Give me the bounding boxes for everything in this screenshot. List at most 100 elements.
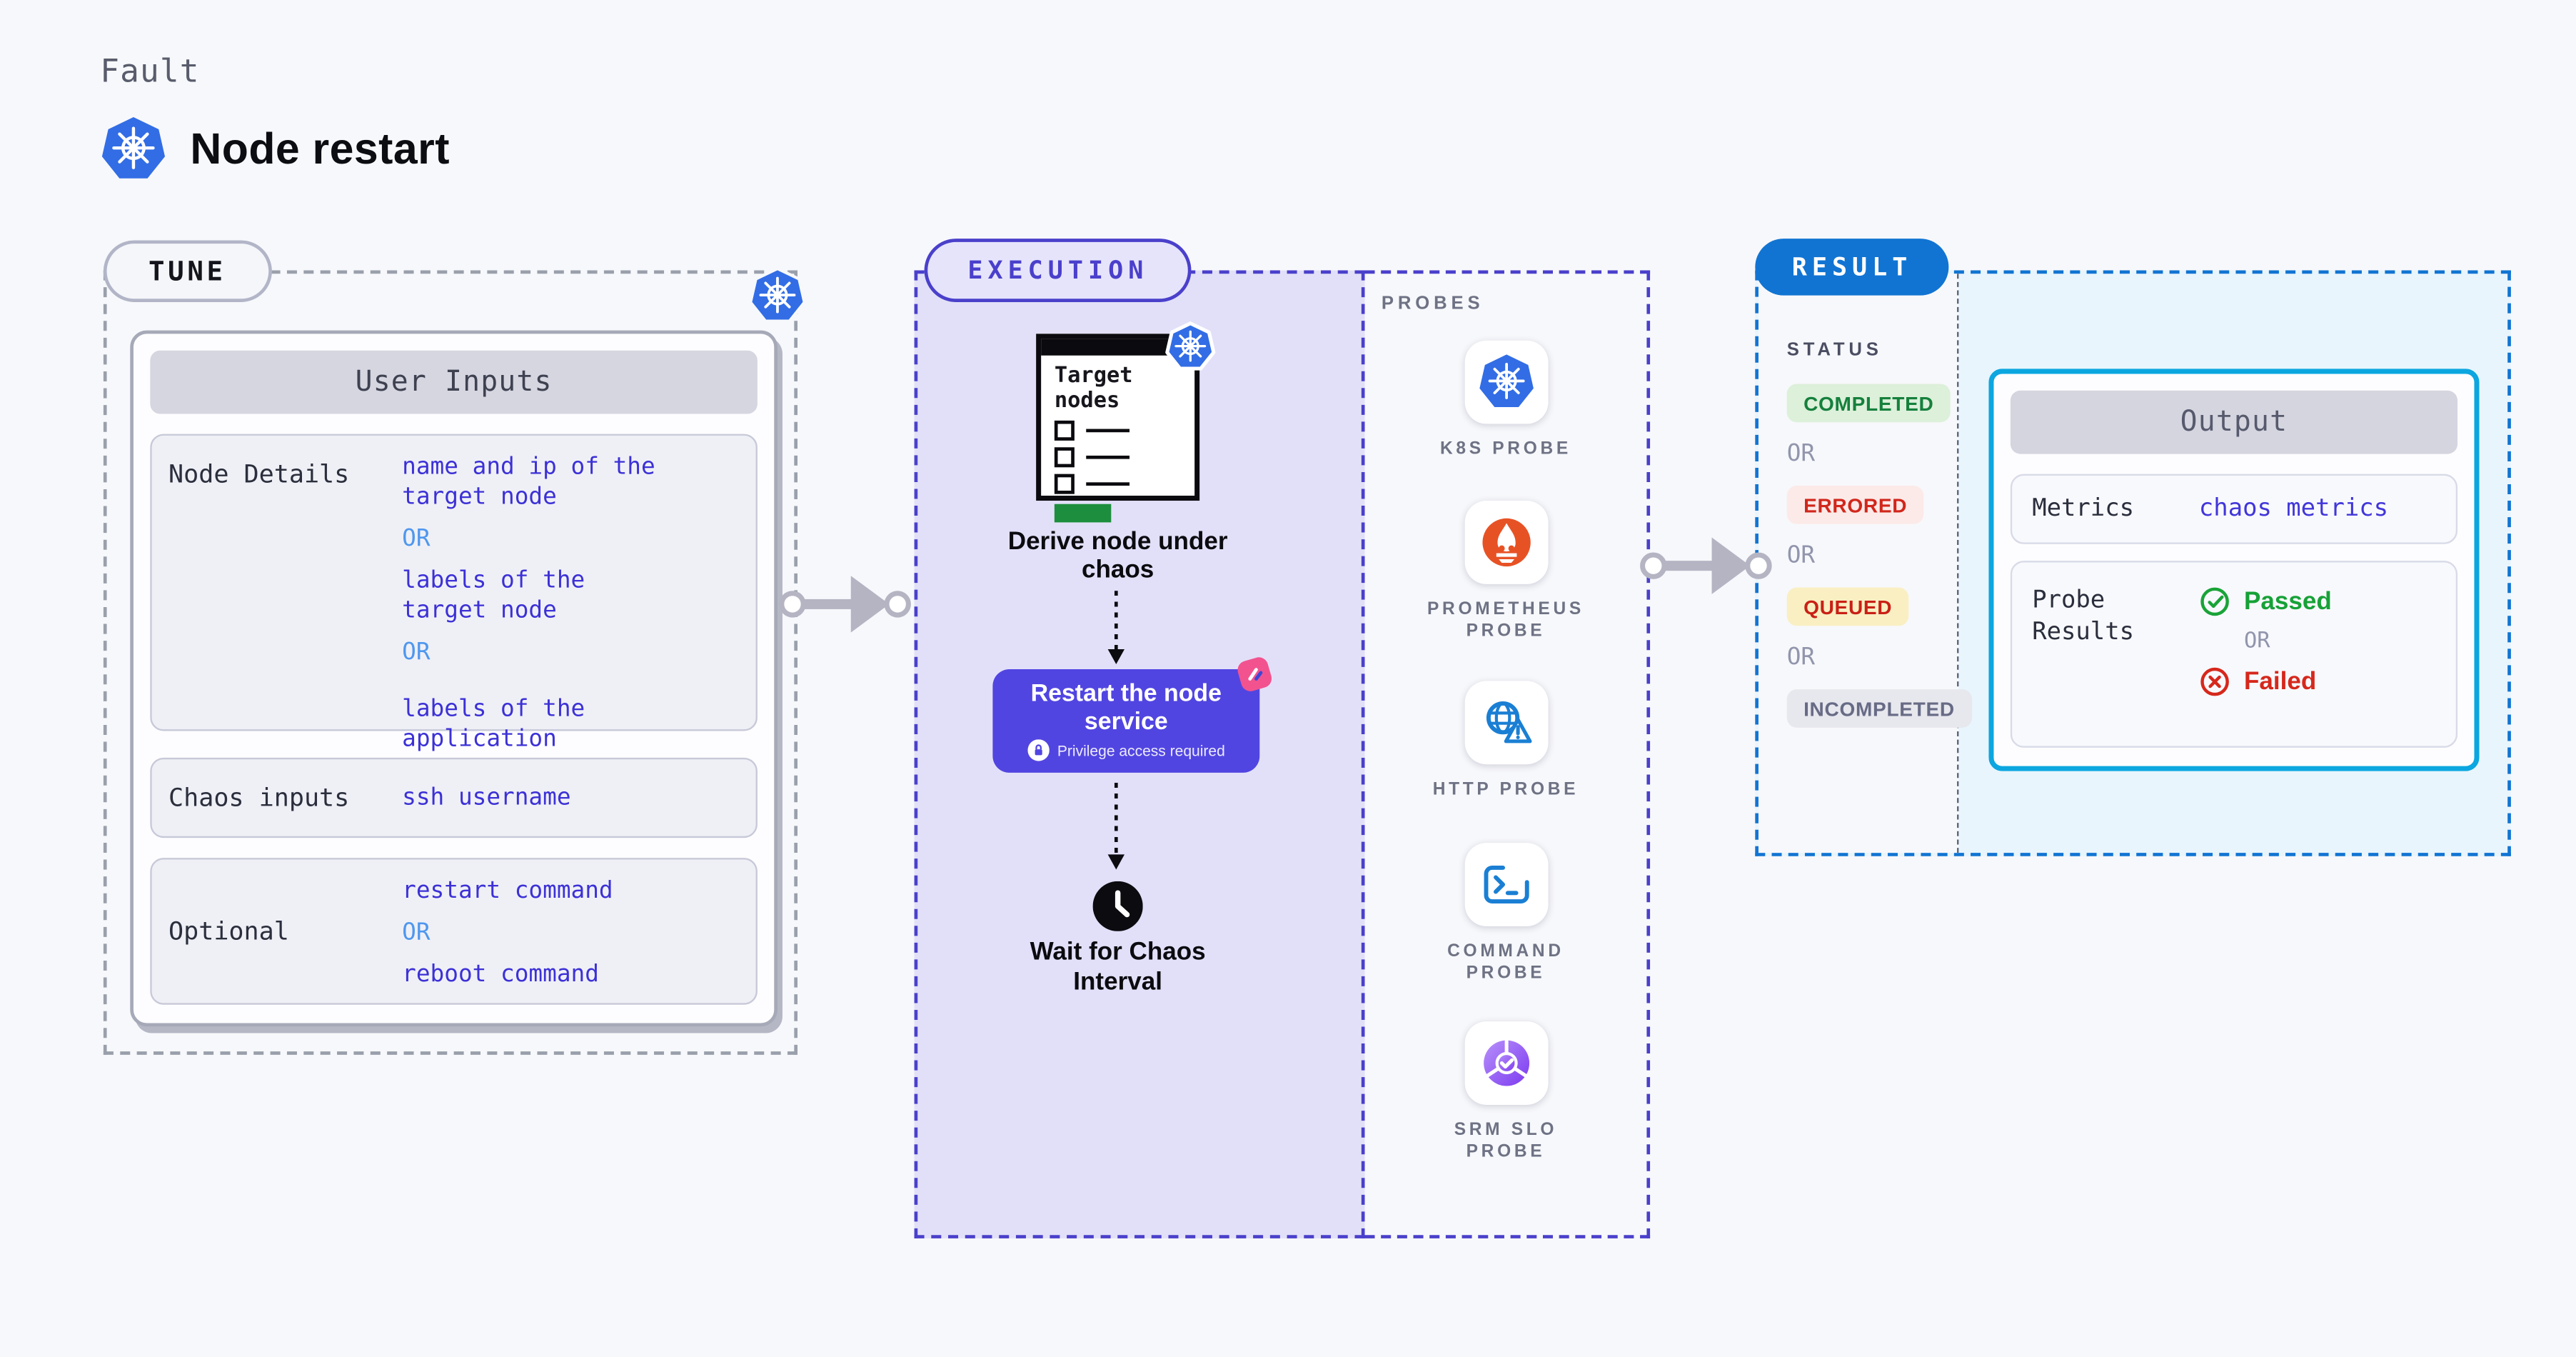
terminal-icon [1483,865,1529,903]
input-row-optional: Optional restart command OR reboot comma… [150,858,758,1005]
status-badge-errored: ERRORED [1786,486,1924,524]
or-separator: OR [402,526,431,553]
status-list: COMPLETED OR ERRORED OR QUEUED OR INCOMP… [1786,384,1972,728]
flow-arrow [779,576,911,633]
probe-tile [1464,501,1548,584]
http-globe-icon [1485,701,1531,743]
connector-dot [884,591,911,618]
privilege-note: Privilege access required [992,739,1259,761]
node-line [1086,455,1130,459]
input-row-node-details: Node Details name and ip of the target n… [150,434,758,783]
connector-dot [779,591,806,618]
node-list-item [1054,474,1194,494]
arrow-head [1107,854,1125,870]
kubernetes-icon [1165,321,1216,371]
output-card: Output Metrics chaos metrics Probe Resul… [1988,369,2480,771]
input-row-label: Chaos inputs [168,782,350,813]
metrics-value: chaos metrics [2198,496,2389,523]
probe-tile [1464,681,1548,765]
probe-label: PROMETHEUS PROBE [1427,599,1584,641]
user-inputs-header: User Inputs [150,350,758,414]
input-row-values: ssh username [402,759,755,836]
card-titlebar [1041,339,1195,356]
status-badge-queued: QUEUED [1786,587,1909,626]
result-section: STATUS COMPLETED OR ERRORED OR QUEUED OR… [1755,270,2511,856]
connector-dot [1745,552,1772,579]
passed-result: Passed [2199,586,2332,617]
prometheus-icon [1481,518,1530,567]
page-title: Node restart [190,123,450,174]
probe-item-k8s: K8S PROBE [1364,340,1646,461]
flow-arrow [1640,537,1772,594]
result-label: RESULT [1755,239,1949,296]
restart-node-service-box: Restart the node service Privilege acces… [992,657,1272,773]
passed-text: Passed [2243,587,2332,616]
checkbox-icon [1054,474,1075,494]
failed-result: Failed [2199,666,2332,697]
slo-donut-icon [1482,1038,1529,1086]
dotted-line [1114,782,1119,856]
arrow-head [1711,537,1751,594]
step-restart-service: Restart the node service [1030,681,1222,736]
tune-label: TUNE [103,240,271,302]
probe-results-row: Probe Results Passed OR [2010,561,2458,748]
probe-tile [1464,1021,1548,1105]
status-badge-incompleted: INCOMPLETED [1786,689,1972,728]
step-wait-interval: Wait for Chaos Interval [1030,938,1206,997]
node-line [1086,482,1130,486]
or-separator: OR [402,639,431,666]
checkbox-icon [1054,447,1075,468]
kubernetes-icon [749,266,806,323]
node-list-item [1054,420,1194,441]
user-inputs-card: User Inputs Node Details name and ip of … [130,330,778,1027]
node-line [1086,429,1130,433]
dotted-arrow [1107,591,1125,665]
connector-dot [1640,552,1667,579]
target-nodes-title: Target nodes [1054,364,1133,414]
probe-item-prometheus: PROMETHEUS PROBE [1364,501,1646,643]
input-value: labels of the target node [402,567,585,624]
probe-results-values: Passed OR Failed [2199,586,2332,746]
probe-item-command: COMMAND PROBE [1364,843,1646,985]
output-zone: Output Metrics chaos metrics Probe Resul… [1958,274,2507,853]
probe-label: HTTP PROBE [1432,779,1579,800]
or-separator: OR [1786,440,1816,468]
or-separator: OR [402,919,431,946]
checkbox-icon [1054,420,1075,441]
or-separator: OR [2243,629,2270,655]
lock-icon [1027,739,1050,761]
probe-item-http: HTTP PROBE [1364,681,1646,801]
input-value: restart command [402,878,613,905]
execution-label: EXECUTION [924,239,1192,302]
probes-section: PROBES K8S PROBE [1364,270,1651,1238]
probe-label: K8S PROBE [1440,439,1571,459]
status-column: STATUS COMPLETED OR ERRORED OR QUEUED OR… [1758,274,1972,853]
or-separator: OR [1786,644,1816,671]
page-header: Node restart [99,114,450,185]
check-circle-icon [2200,587,2229,616]
tune-section [103,270,798,1055]
arrow-head [850,576,890,633]
fault-eyebrow: Fault [100,53,200,91]
target-nodes-card: Target nodes [1036,321,1216,523]
dotted-line [1114,591,1119,651]
or-separator: OR [1786,542,1816,569]
probe-results-label: Probe Results [2032,587,2135,646]
output-header: Output [2010,390,2458,454]
failed-text: Failed [2243,667,2317,696]
metrics-label: Metrics [2032,496,2135,523]
kubernetes-icon [101,116,166,179]
input-value: ssh username [402,784,571,811]
input-row-label: Node Details [168,459,350,489]
input-value: name and ip of the target node [402,454,655,511]
execution-section: Target nodes Derive node under chaos [914,270,1365,1238]
kubernetes-icon [1479,354,1533,407]
input-row-values: restart command OR reboot command [402,859,755,1003]
input-row-chaos-inputs: Chaos inputs ssh username [150,757,758,838]
dotted-arrow [1107,782,1125,870]
probe-label: SRM SLO PROBE [1454,1119,1558,1162]
status-title: STATUS [1786,340,1883,361]
probes-title: PROBES [1381,294,1484,314]
arrow-shaft [802,599,855,609]
